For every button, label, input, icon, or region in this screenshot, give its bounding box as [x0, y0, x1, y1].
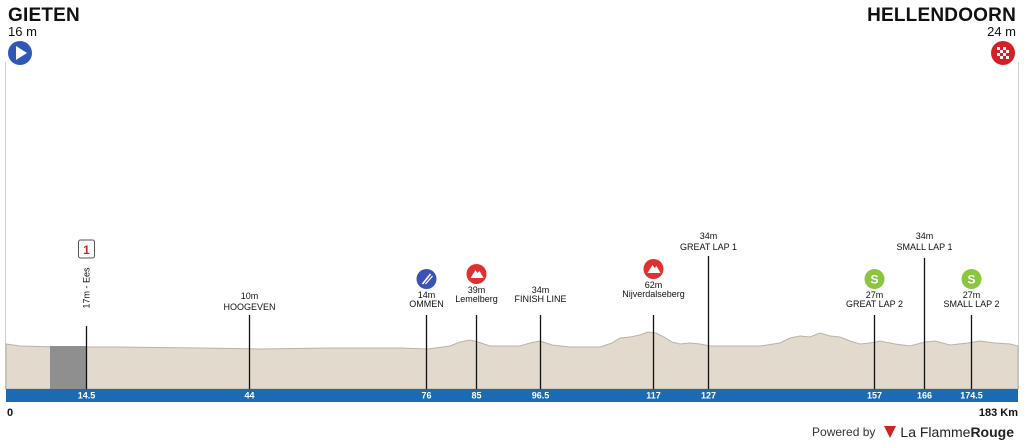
marker-name-3: Lemelberg: [455, 294, 498, 304]
brand-name: La FlammeRouge: [900, 424, 1014, 440]
marker-altitude-9: 27m: [963, 290, 981, 300]
sprint-badge-text: S: [967, 273, 975, 287]
marker-name-2: OMMEN: [409, 299, 444, 309]
checker-cell: [1003, 47, 1006, 50]
brand-bold: Rouge: [970, 424, 1014, 440]
start-altitude: 16 m: [8, 24, 37, 39]
km1-flag-icon: [78, 239, 95, 259]
marker-altitude-5: 62m: [645, 280, 663, 290]
mountain-shape: [647, 265, 661, 273]
checker-cell: [997, 47, 1000, 50]
marker-name-1: HOOGEVEN: [223, 302, 275, 312]
powered-by-text: Powered by: [812, 425, 876, 439]
km1-badge-text: 1: [83, 243, 90, 257]
km-label-8: 166: [917, 391, 932, 401]
km-label-1: 44: [244, 391, 254, 401]
powered-by: Powered by La FlammeRouge: [812, 424, 1014, 440]
checker-cell: [1000, 50, 1003, 53]
marker-altitude-3: 39m: [468, 285, 486, 295]
marker-altitude-0: 17m - Ees: [82, 267, 92, 309]
km-label-9: 174.5: [960, 391, 983, 401]
neutral-zone-block: [50, 346, 86, 389]
sprint-badge-text: S: [870, 273, 878, 287]
marker-name-9: SMALL LAP 2: [943, 299, 999, 309]
km-label-4: 96.5: [532, 391, 550, 401]
play-triangle-icon: [16, 46, 27, 60]
km-label-2: 76: [421, 391, 431, 401]
sprint-icon: [864, 269, 885, 289]
flame-logo-icon: [884, 426, 897, 438]
sprint-icon: [961, 269, 982, 289]
checker-cell: [1003, 53, 1006, 56]
marker-altitude-1: 10m: [241, 291, 259, 301]
marker-altitude-4: 34m: [532, 285, 550, 295]
km-label-7: 157: [867, 391, 882, 401]
distance-start-label: 0: [7, 407, 14, 419]
marker-altitude-7: 27m: [866, 290, 884, 300]
checker-cell: [1006, 50, 1009, 53]
mountain-shape: [470, 270, 484, 278]
brand-plain: La Flamme: [900, 424, 971, 440]
marker-altitude-6: 34m: [700, 231, 718, 241]
marker-name-7: GREAT LAP 2: [846, 299, 903, 309]
marker-name-4: FINISH LINE: [514, 294, 566, 304]
checker-cell: [1000, 56, 1003, 59]
marker-name-8: SMALL LAP 1: [896, 242, 952, 252]
start-town-name: GIETEN: [8, 5, 80, 26]
km-label-6: 127: [701, 391, 716, 401]
km-label-5: 117: [646, 391, 661, 401]
km-label-3: 85: [471, 391, 481, 401]
finish-town-name: HELLENDOORN: [867, 5, 1016, 26]
distance-end-label: 183 Km: [978, 407, 1018, 419]
marker-altitude-2: 14m: [418, 290, 436, 300]
checker-cell: [1006, 56, 1009, 59]
distance-bar: [6, 389, 1018, 402]
finish-altitude: 24 m: [987, 24, 1016, 39]
km-label-0: 14.5: [78, 391, 96, 401]
feed-zone-stroke: [425, 275, 433, 285]
marker-name-6: GREAT LAP 1: [680, 242, 737, 252]
feed-zone-stroke: [421, 273, 432, 285]
checker-cell: [997, 53, 1000, 56]
elevation-profile-area: [5, 331, 1019, 390]
marker-altitude-8: 34m: [916, 231, 934, 241]
marker-name-5: Nijverdalseberg: [622, 289, 685, 299]
